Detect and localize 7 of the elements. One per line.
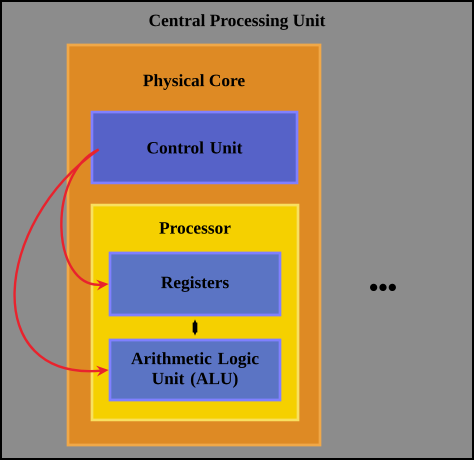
box-heading: Physical Core bbox=[143, 74, 245, 90]
box-heading: Central Processing Unit bbox=[149, 14, 326, 30]
box-heading: Processor bbox=[159, 222, 231, 234]
unit-box: Arithmetic Logic Unit (ALU) bbox=[108, 338, 282, 402]
unit-box: Control Unit bbox=[90, 110, 298, 184]
ellipsis: ••• bbox=[370, 284, 396, 291]
unit-box: Registers bbox=[108, 252, 282, 316]
